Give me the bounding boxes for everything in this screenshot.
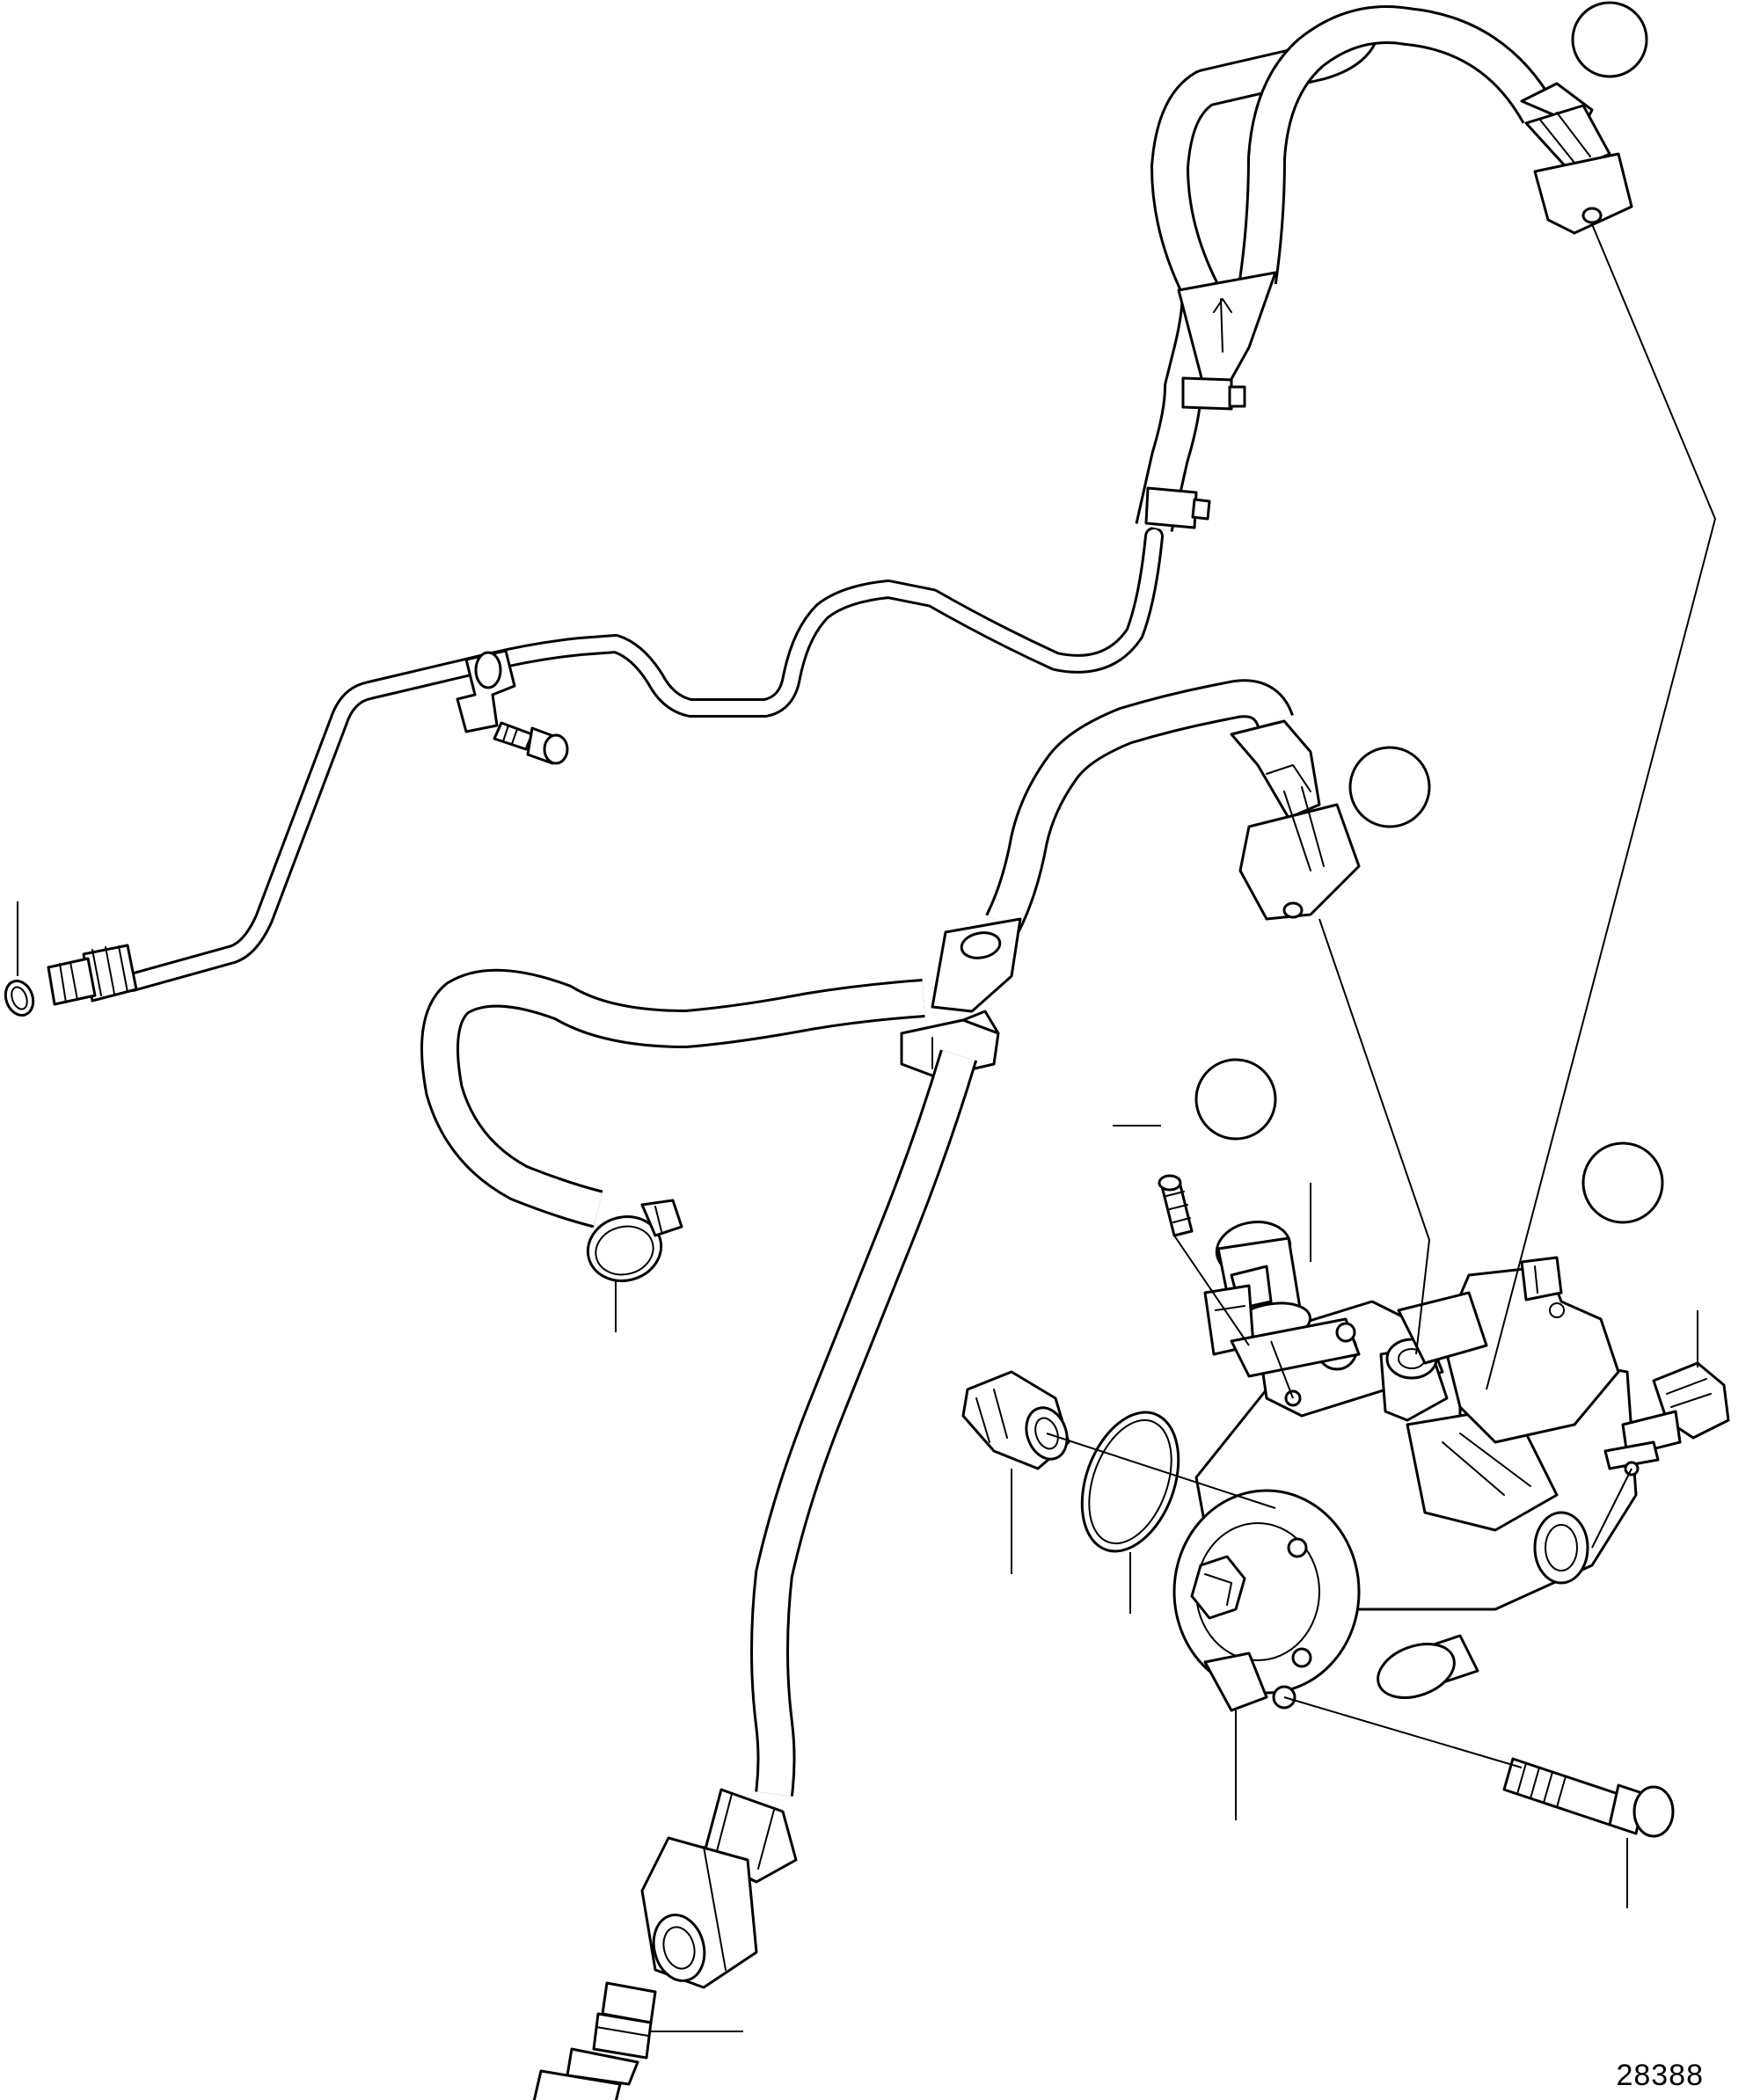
fuel-supply-hose-lower	[750, 1049, 978, 1797]
o-ring-small	[4, 980, 35, 1017]
hose-quick-connector-upper	[1520, 82, 1633, 235]
leader-lines	[17, 223, 1717, 2032]
fuel-return-tube	[47, 527, 1164, 1006]
figure-reference-number: 28388	[1616, 2059, 1704, 2092]
pressure-sensor	[1603, 1361, 1730, 1477]
callout-circle-2	[1348, 746, 1431, 828]
pressure-regulator-block	[1397, 1256, 1620, 1444]
o-ring	[1080, 1411, 1180, 1553]
swivel-nut-fitting	[640, 1788, 798, 1989]
tube-bracket	[456, 649, 516, 733]
valve-screw	[1158, 1174, 1194, 1237]
callout-circle-4	[1581, 1141, 1664, 1224]
pump-mounting-bolt	[1502, 1757, 1675, 1838]
fuel-hose-nipple	[532, 1981, 657, 2100]
fuel-metering-valve	[1203, 1221, 1361, 1378]
callout-circle-3	[1194, 1058, 1277, 1141]
fuel-return-hose	[1135, 5, 1557, 532]
callout-circle-1	[1571, 1, 1648, 78]
fuel-supply-hose	[420, 679, 1294, 1229]
hose-clamp	[586, 1199, 683, 1282]
hose-quick-connector-middle	[1230, 719, 1361, 921]
plug	[961, 1370, 1070, 1470]
bracket-screw	[493, 721, 569, 765]
